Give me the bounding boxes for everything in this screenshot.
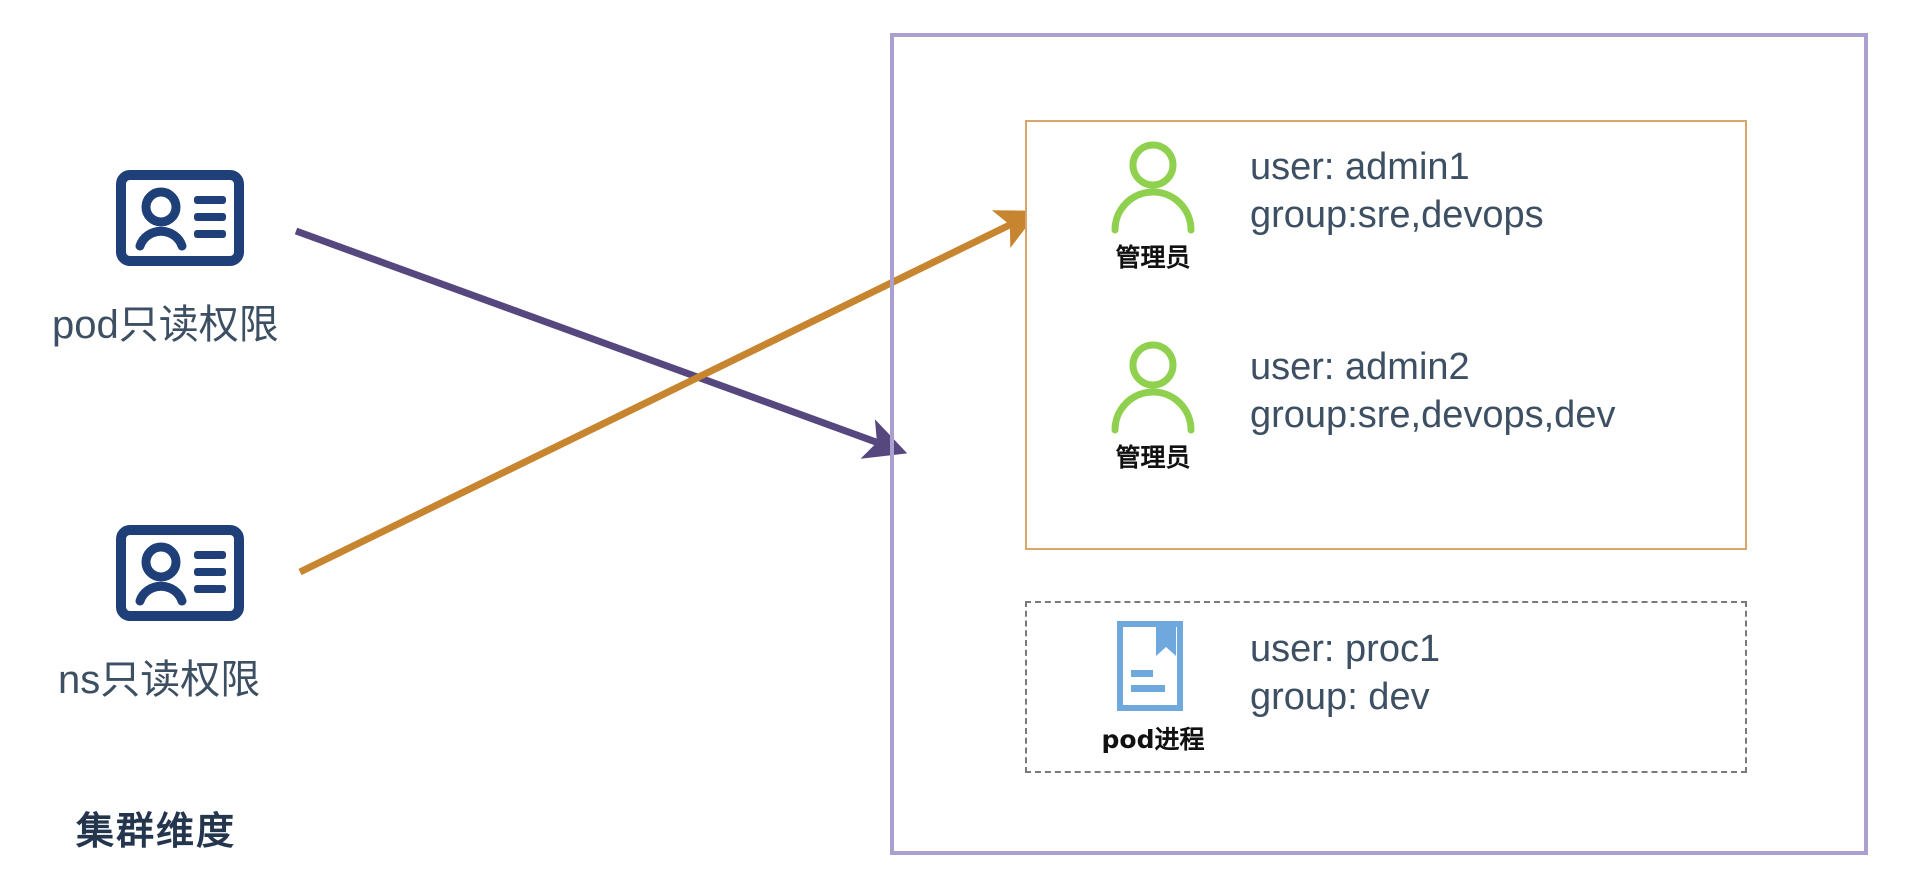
process-group-box <box>1025 601 1747 773</box>
person-icon <box>1111 341 1195 434</box>
entity-icon-wrap: 管理员 <box>1078 138 1228 274</box>
entity-text-block: user: admin2 group:sre,devops,dev <box>1250 344 1615 439</box>
id-card-icon <box>116 525 244 621</box>
entity-role-label: 管理员 <box>1115 443 1191 472</box>
left-item-pod-readonly[interactable]: pod只读权限 <box>52 170 279 350</box>
left-item-ns-readonly[interactable]: ns只读权限 <box>58 525 260 705</box>
arrow-ns-to-admin1 <box>298 210 1039 576</box>
entity-icon-wrap: 管理员 <box>1078 338 1228 474</box>
entity-group-line: group:sre,devops <box>1250 193 1544 236</box>
cluster-dimension-label: 集群维度 <box>76 811 237 853</box>
entity-proc1[interactable]: pod进程 user: proc1 group: dev <box>1078 620 1440 756</box>
entity-group-line: group:sre,devops,dev <box>1250 393 1616 436</box>
entity-admin1[interactable]: 管理员 user: admin1 group:sre,devops <box>1078 138 1544 274</box>
cluster-boundary-frame <box>890 33 1868 855</box>
entity-role-label: 管理员 <box>1115 243 1191 272</box>
entity-role-label: pod进程 <box>1101 725 1205 754</box>
arrow-pod-to-admin2 <box>294 227 908 459</box>
left-item-pod-label: pod只读权限 <box>52 303 279 347</box>
entity-icon-wrap: pod进程 <box>1078 620 1228 756</box>
left-item-ns-label: ns只读权限 <box>58 658 261 702</box>
entity-text-block: user: proc1 group: dev <box>1250 626 1440 721</box>
entity-user-line: user: admin1 <box>1250 146 1470 188</box>
entity-text-block: user: admin1 group:sre,devops <box>1250 144 1544 239</box>
id-card-icon <box>116 170 244 266</box>
entity-user-line: user: admin2 <box>1250 346 1470 388</box>
document-bookmark-icon <box>1117 621 1183 711</box>
entity-group-line: group: dev <box>1250 675 1430 718</box>
person-icon <box>1111 141 1195 234</box>
entity-user-line: user: proc1 <box>1250 628 1441 670</box>
entity-admin2[interactable]: 管理员 user: admin2 group:sre,devops,dev <box>1078 338 1615 474</box>
